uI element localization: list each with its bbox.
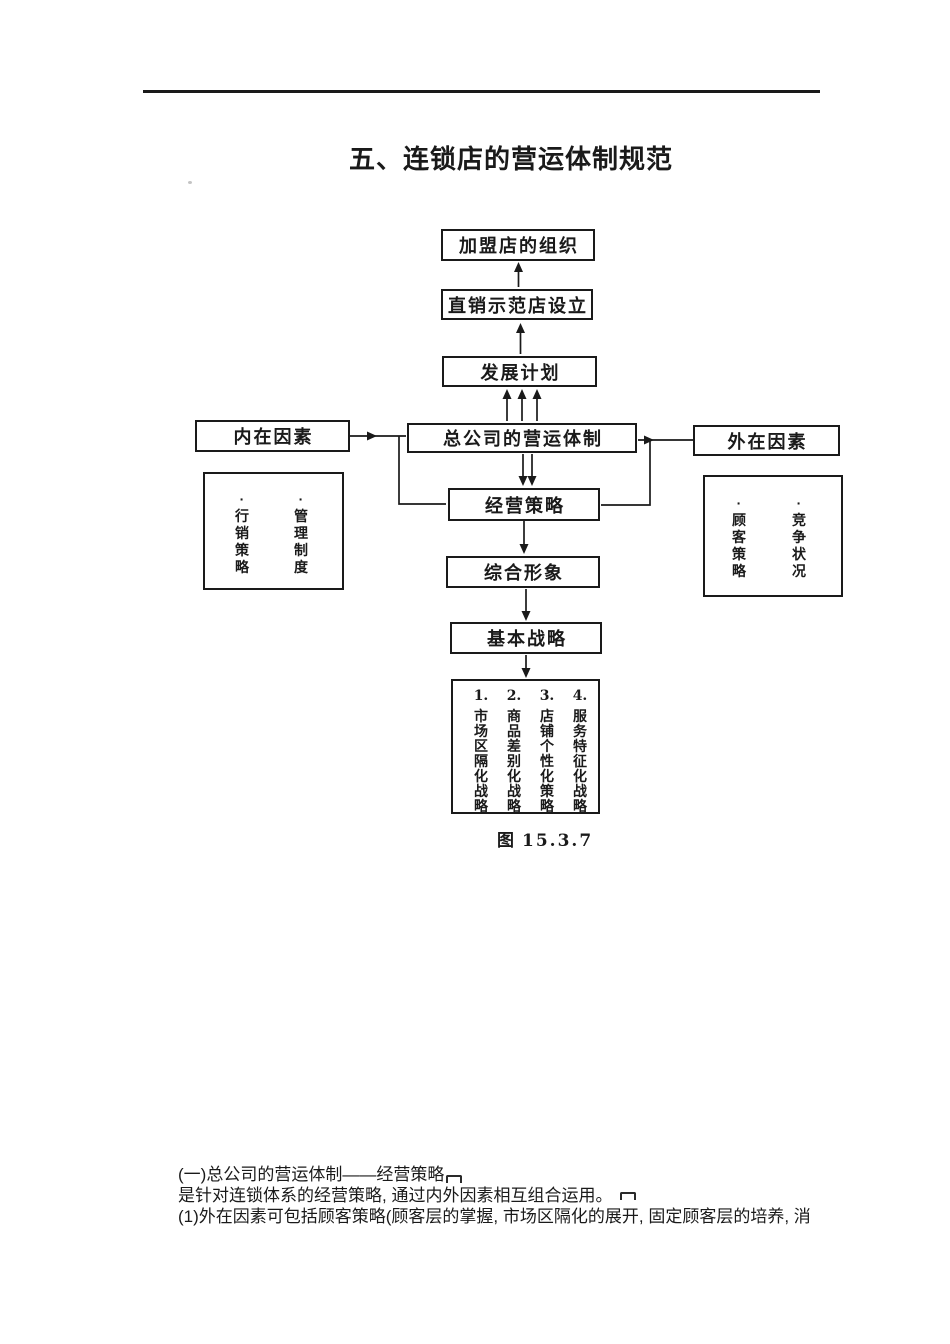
internal-detail-marketing-strategy: ·行销策略 (235, 491, 249, 575)
internal-factors-detail-box: ·行销策略 ·管理制度 (203, 472, 344, 590)
strategy-1-text: 市场区隔化战略 (474, 708, 488, 814)
body-line-1: (一)总公司的营运体制——经营策略 (178, 1164, 878, 1185)
annotation-mark-2 (620, 1192, 637, 1200)
strategy-column-3: 3. 店铺个性化策略 (539, 688, 555, 814)
strategy-1-number: 1. (473, 688, 489, 704)
external-detail-competition-status: ·竞争状况 (792, 495, 806, 579)
box-hq-operation-system: 总公司的营运体制 (407, 423, 637, 453)
box-development-plan: 发展计划 (442, 356, 597, 387)
strategy-3-number: 3. (539, 688, 555, 704)
box-external-factors: 外在因素 (693, 425, 840, 456)
strategy-3-text: 店铺个性化策略 (540, 708, 554, 814)
page-title: 五、连锁店的营运体制规范 (349, 144, 674, 174)
strategy-column-4: 4. 服务特征化战略 (572, 688, 588, 814)
strategy-column-1: 1. 市场区隔化战略 (473, 688, 489, 814)
box-franchise-organization: 加盟店的组织 (441, 229, 595, 261)
strategy-column-2: 2. 商品差别化战略 (506, 688, 522, 814)
strategy-2-text: 商品差别化战略 (507, 708, 521, 814)
scan-artifact-dot (188, 181, 192, 184)
external-factors-detail-box: ·顾客策略 ·竞争状况 (703, 475, 843, 597)
strategy-4-number: 4. (572, 688, 588, 704)
box-demo-store-setup: 直销示范店设立 (441, 289, 593, 320)
body-line-1-text: (一)总公司的营运体制——经营策略 (178, 1165, 445, 1184)
body-line-3-text: (1)外在因素可包括顾客策略(顾客层的掌握, 市场区隔化的展开, 固定顾客层的培… (178, 1207, 811, 1226)
strategies-box: 1. 市场区隔化战略 2. 商品差别化战略 3. 店铺个性化策略 4. 服务特征… (451, 679, 600, 814)
body-line-3: (1)外在因素可包括顾客策略(顾客层的掌握, 市场区隔化的展开, 固定顾客层的培… (178, 1206, 878, 1227)
strategy-4-text: 服务特征化战略 (573, 708, 587, 814)
box-overall-image: 综合形象 (446, 556, 600, 588)
box-internal-factors: 内在因素 (195, 420, 350, 452)
connector-group (350, 262, 693, 678)
figure-caption-number: 15.3.7 (522, 831, 594, 851)
body-line-2: 是针对连锁体系的经营策略, 通过内外因素相互组合运用。 (178, 1185, 878, 1206)
figure-caption: 图 15.3.7 (497, 826, 593, 851)
internal-detail-management-system: ·管理制度 (294, 491, 308, 575)
figure-caption-prefix: 图 (497, 831, 514, 850)
strategy-2-number: 2. (506, 688, 522, 704)
body-line-2-text: 是针对连锁体系的经营策略, 通过内外因素相互组合运用。 (178, 1186, 613, 1205)
box-business-strategy: 经营策略 (448, 488, 600, 521)
annotation-mark-1 (446, 1175, 463, 1183)
box-basic-strategy: 基本战略 (450, 622, 602, 654)
body-text-block: (一)总公司的营运体制——经营策略 是针对连锁体系的经营策略, 通过内外因素相互… (178, 1164, 878, 1227)
header-rule (143, 90, 820, 93)
external-detail-customer-strategy: ·顾客策略 (732, 495, 746, 579)
